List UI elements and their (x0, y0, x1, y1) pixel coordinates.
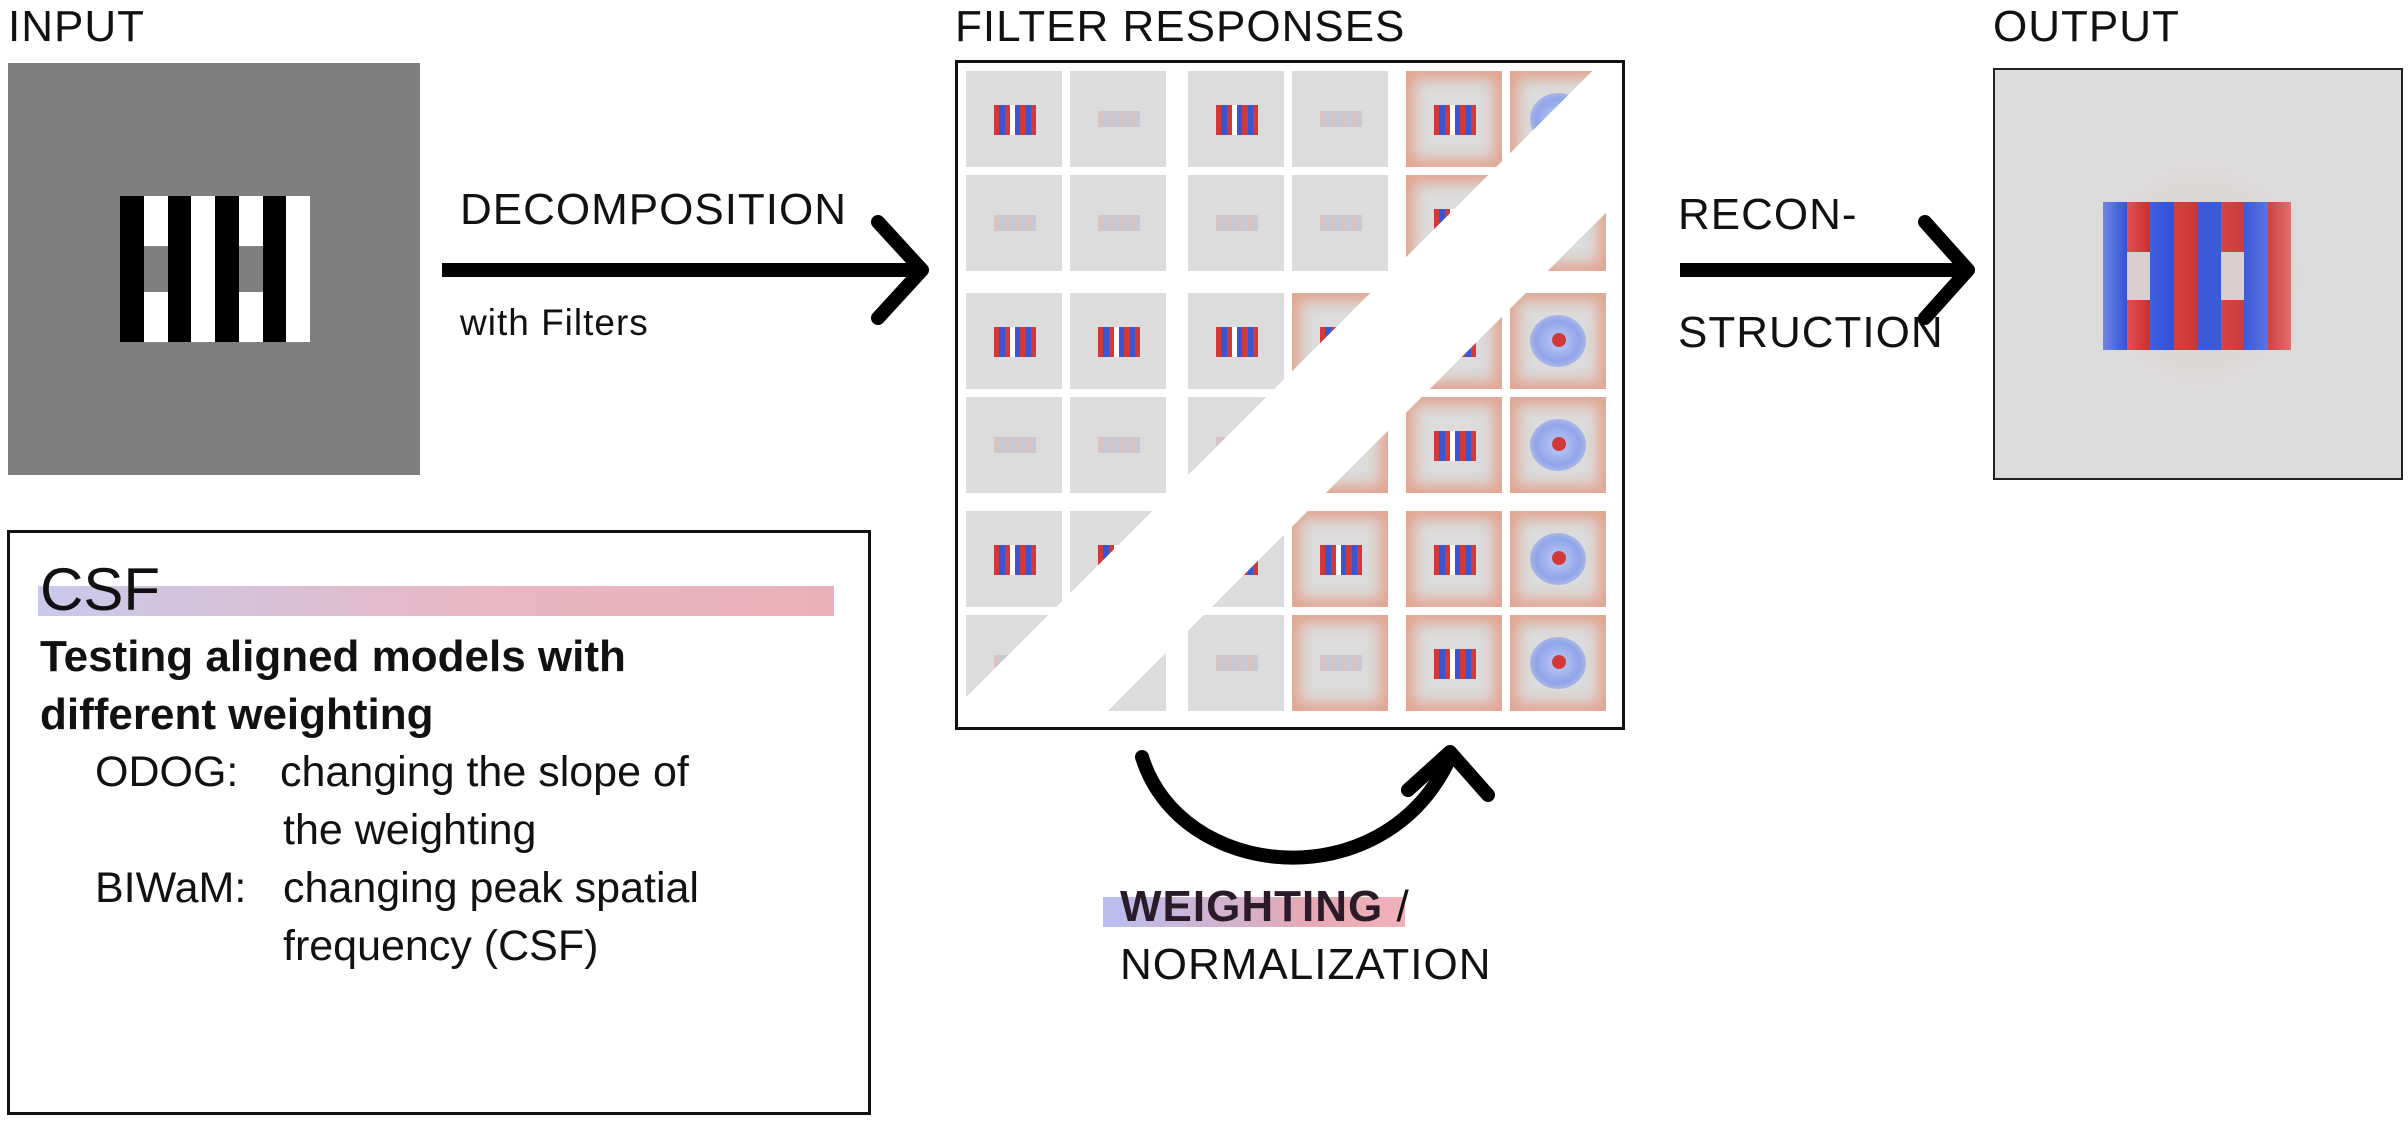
filter-response-tile (1070, 71, 1166, 167)
odog-model-label: ODOG: (95, 748, 239, 796)
input-label: INPUT (8, 2, 145, 51)
filter-response-tile (1070, 175, 1166, 271)
biwam-model-label: BIWaM: (95, 864, 247, 912)
filter-response-tile (1292, 511, 1388, 607)
output-image (1993, 68, 2403, 480)
filter-response-tile (1510, 293, 1606, 389)
with-filters-label: with Filters (460, 302, 649, 343)
filter-response-tile (1510, 615, 1606, 711)
input-grating (120, 196, 310, 342)
filter-response-grid (955, 60, 1625, 730)
decomposition-label: DECOMPOSITION (460, 185, 848, 234)
input-image (8, 63, 420, 475)
odog-description-line1: changing the slope of (280, 748, 689, 796)
filter-response-tile (966, 175, 1062, 271)
weighting-label: WEIGHTING / (1120, 882, 1410, 932)
filter-response-tile (1188, 175, 1284, 271)
filter-response-tile (1070, 397, 1166, 493)
filter-response-tile (1406, 71, 1502, 167)
filter-response-tile (966, 397, 1062, 493)
filter-response-tile (1406, 511, 1502, 607)
csf-title: CSF (40, 556, 160, 623)
filter-response-tile (1188, 71, 1284, 167)
biwam-description-line2: frequency (CSF) (283, 922, 599, 970)
struction-label: STRUCTION (1678, 308, 1944, 357)
csf-highlight (38, 586, 834, 616)
filter-response-tile (1292, 615, 1388, 711)
weighting-word: WEIGHTING (1120, 882, 1384, 931)
filter-response-tile (1510, 397, 1606, 493)
filter-response-tile (1070, 293, 1166, 389)
csf-info-box: CSF Testing aligned models with differen… (7, 530, 871, 1115)
filter-response-tile (1510, 511, 1606, 607)
recon-label: RECON- (1678, 190, 1858, 239)
filter-response-tile (1406, 615, 1502, 711)
filter-response-tile (1292, 71, 1388, 167)
filter-response-tile (1292, 175, 1388, 271)
weighting-highlight (1103, 897, 1405, 927)
filter-responses-label: FILTER RESPONSES (955, 2, 1406, 51)
filter-response-tile (966, 511, 1062, 607)
output-label: OUTPUT (1993, 2, 2180, 51)
normalization-label: NORMALIZATION (1120, 940, 1492, 989)
filter-response-tile (1188, 615, 1284, 711)
biwam-description-line1: changing peak spatial (283, 864, 699, 912)
output-grating (2103, 202, 2291, 350)
odog-description-line2: the weighting (283, 806, 537, 854)
filter-response-tile (1406, 397, 1502, 493)
filter-response-tile (966, 71, 1062, 167)
filter-response-tile (1188, 293, 1284, 389)
filter-response-tile (966, 293, 1062, 389)
csf-subtitle: Testing aligned models with different we… (40, 632, 626, 739)
weighting-slash: / (1396, 882, 1410, 931)
